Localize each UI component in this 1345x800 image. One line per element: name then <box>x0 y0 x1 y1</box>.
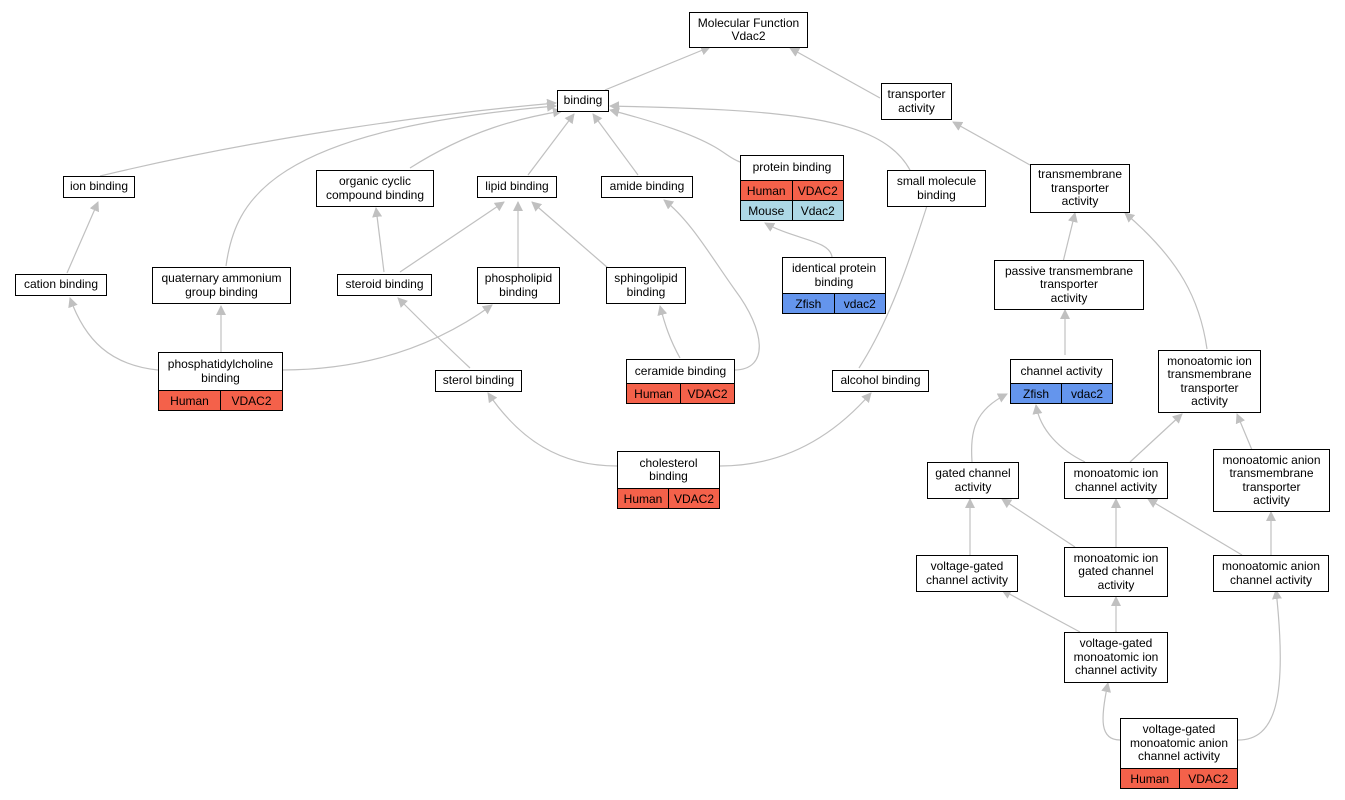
edge <box>1124 212 1208 350</box>
go-term-organic-cyclic-compound-binding[interactable]: organic cyclic compound binding <box>316 170 434 207</box>
edge <box>68 297 159 371</box>
go-term-identical-protein-binding[interactable]: identical protein binding Zfish vdac2 <box>782 257 886 314</box>
edge <box>1032 404 1086 463</box>
go-term-ceramide-binding[interactable]: ceramide binding Human VDAC2 <box>626 359 735 404</box>
go-term-monoatomic-anion-transmembrane-transporter-activity[interactable]: monoatomic anion transmembrane transport… <box>1213 449 1330 512</box>
edge <box>225 101 557 267</box>
go-term-monoatomic-ion-gated-channel-activity[interactable]: monoatomic ion gated channel activity <box>1064 547 1168 597</box>
go-term-cation-binding[interactable]: cation binding <box>15 274 107 296</box>
edge <box>399 201 505 273</box>
annotation-row-human: Human VDAC2 <box>618 488 719 508</box>
edge <box>409 107 563 169</box>
go-term-monoatomic-ion-channel-activity[interactable]: monoatomic ion channel activity <box>1064 462 1168 499</box>
edge <box>1235 413 1253 451</box>
gene-label: vdac2 <box>833 294 886 313</box>
annotation-row-zfish: Zfish vdac2 <box>783 293 885 313</box>
edge <box>952 121 1031 166</box>
edge <box>764 222 833 258</box>
edge <box>487 392 618 467</box>
species-label: Human <box>170 393 209 408</box>
go-term-phosphatidylcholine-binding[interactable]: phosphatidylcholine binding Human VDAC2 <box>158 352 283 411</box>
gene-label: vdac2 <box>1061 384 1112 403</box>
edge <box>971 393 1008 463</box>
edge <box>1129 413 1183 463</box>
go-term-protein-binding[interactable]: protein binding Human VDAC2 Mouse Vdac2 <box>740 155 844 221</box>
go-term-steroid-binding[interactable]: steroid binding <box>337 274 432 296</box>
go-term-channel-activity[interactable]: channel activity Zfish vdac2 <box>1010 359 1113 404</box>
edge <box>1147 498 1243 556</box>
gene-label: VDAC2 <box>680 384 734 403</box>
go-term-sterol-binding[interactable]: sterol binding <box>435 370 522 392</box>
go-term-voltage-gated-channel-activity[interactable]: voltage-gated channel activity <box>916 555 1018 592</box>
species-label: Zfish <box>1022 386 1049 401</box>
edge <box>1237 589 1282 741</box>
annotation-row-human: Human VDAC2 <box>627 383 734 403</box>
annotation-row-human: Human VDAC2 <box>1121 768 1237 788</box>
edge <box>531 201 609 269</box>
gene-label: VDAC2 <box>1178 769 1238 788</box>
species-label: Human <box>623 491 663 506</box>
species-label: Human <box>1130 771 1170 786</box>
go-term-voltage-gated-monoatomic-anion-channel-activity[interactable]: voltage-gated monoatomic anion channel a… <box>1120 718 1238 789</box>
go-term-sphingolipid-binding[interactable]: sphingolipid binding <box>606 267 686 304</box>
go-term-cholesterol-binding[interactable]: cholesterol binding Human VDAC2 <box>617 451 720 509</box>
gene-label: VDAC2 <box>668 489 719 508</box>
edge <box>604 45 711 91</box>
edge <box>663 199 760 371</box>
edge <box>372 207 385 273</box>
go-term-phospholipid-binding[interactable]: phospholipid binding <box>477 267 560 304</box>
go-term-ion-binding[interactable]: ion binding <box>63 176 135 198</box>
edge <box>527 113 575 176</box>
go-term-gated-channel-activity[interactable]: gated channel activity <box>927 462 1019 499</box>
edge <box>657 305 681 359</box>
edge <box>1001 589 1081 633</box>
gene-label: Vdac2 <box>791 201 844 220</box>
go-term-lipid-binding[interactable]: lipid binding <box>477 176 557 198</box>
edge <box>66 201 99 274</box>
go-term-molecular-function[interactable]: Molecular Function Vdac2 <box>689 12 808 48</box>
go-term-small-molecule-binding[interactable]: small molecule binding <box>887 170 986 207</box>
gene-label: VDAC2 <box>220 391 282 410</box>
edge <box>789 47 881 99</box>
edge <box>719 392 872 467</box>
edge <box>99 98 557 177</box>
go-term-alcohol-binding[interactable]: alcohol binding <box>832 370 929 392</box>
edge <box>858 189 935 369</box>
go-term-binding[interactable]: binding <box>557 90 609 112</box>
annotation-row-human: Human VDAC2 <box>741 180 843 200</box>
annotation-row-zfish: Zfish vdac2 <box>1011 383 1112 403</box>
species-label: Human <box>634 386 673 401</box>
go-term-monoatomic-anion-channel-activity[interactable]: monoatomic anion channel activity <box>1213 555 1329 592</box>
edge <box>397 297 471 369</box>
edge <box>609 107 741 163</box>
edge <box>1062 212 1078 263</box>
go-term-amide-binding[interactable]: amide binding <box>601 176 693 198</box>
go-term-monoatomic-ion-transmembrane-transporter-activity[interactable]: monoatomic ion transmembrane transporter… <box>1158 350 1261 413</box>
edge <box>281 304 493 371</box>
gene-label: VDAC2 <box>791 181 844 200</box>
edge <box>1101 682 1121 741</box>
edge <box>609 101 911 171</box>
species-label: Human <box>746 183 786 198</box>
edge <box>592 113 639 176</box>
go-term-voltage-gated-monoatomic-ion-channel-activity[interactable]: voltage-gated monoatomic ion channel act… <box>1064 632 1168 683</box>
go-term-quaternary-ammonium-group-binding[interactable]: quaternary ammonium group binding <box>152 267 291 304</box>
go-term-transmembrane-transporter-activity[interactable]: transmembrane transporter activity <box>1030 164 1130 213</box>
go-term-passive-transmembrane-transporter-activity[interactable]: passive transmembrane transporter activi… <box>994 260 1144 310</box>
go-term-transporter-activity[interactable]: transporter activity <box>881 83 952 120</box>
species-label: Zfish <box>795 296 822 311</box>
edge <box>1001 498 1076 548</box>
annotation-row-mouse: Mouse Vdac2 <box>741 200 843 220</box>
annotation-row-human: Human VDAC2 <box>159 390 282 410</box>
species-label: Mouse <box>748 203 785 218</box>
